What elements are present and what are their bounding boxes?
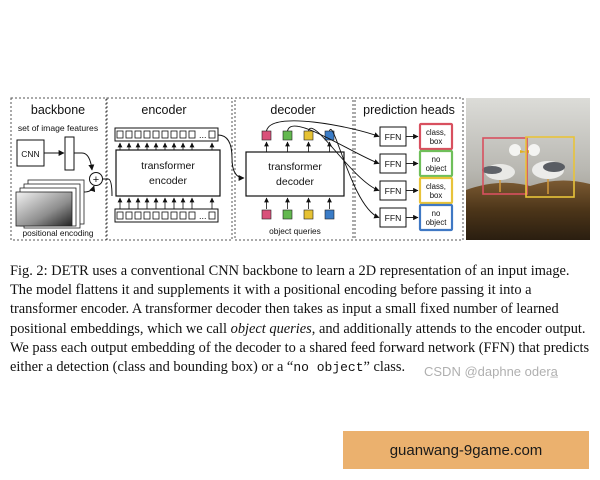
gull-right-head: [528, 144, 540, 156]
gull-right-wing: [543, 162, 565, 172]
cnn-label: CNN: [21, 149, 39, 159]
encoder-input-token: [189, 212, 195, 219]
transformer-decoder-label-2: decoder: [276, 176, 314, 188]
encoder-output-token: [189, 131, 195, 138]
encoder-input-ellipsis: ...: [199, 211, 207, 221]
prediction-label-2: object: [426, 218, 448, 227]
csdn-watermark: CSDN @daphne odera̲: [424, 364, 558, 379]
gull-left-head: [509, 144, 521, 156]
input-image-stack: [16, 180, 84, 228]
encoder-input-tokens: ...: [115, 209, 218, 222]
encoder-output-token: [171, 131, 177, 138]
posenc-to-plus-arrow: [84, 186, 94, 192]
encoder-input-token: [180, 212, 186, 219]
banner-text: guanwang-9game.com: [390, 442, 543, 459]
object-query-embedding: [283, 210, 292, 219]
backbone-title: backbone: [31, 103, 85, 117]
encoder-output-tokens: ...: [115, 128, 218, 141]
figure-caption: Fig. 2: DETR uses a conventional CNN bac…: [10, 262, 592, 377]
feature-map-box: [65, 137, 74, 170]
encoder-output-token: [180, 131, 186, 138]
encoder-output-token: [209, 131, 215, 138]
decoder-output-embedding: [283, 131, 292, 140]
prediction-label-1: class,: [426, 182, 446, 191]
encoder-output-token: [162, 131, 168, 138]
detr-architecture-figure: backbone encoder decoder prediction head…: [0, 0, 600, 250]
caption-object-queries: object queries: [231, 321, 312, 337]
caption-no-object: no object: [293, 360, 363, 375]
gull-left-wing: [482, 166, 502, 174]
object-queries-label: object queries: [269, 226, 321, 236]
prediction-label-2: box: [430, 191, 443, 200]
caption-segment-3: ” class.: [364, 359, 406, 375]
decoder-output-embedding: [304, 131, 313, 140]
prediction-label-2: box: [430, 137, 443, 146]
prediction-label-2: object: [426, 164, 448, 173]
encoder-input-token: [162, 212, 168, 219]
plus-symbol: +: [93, 174, 99, 186]
site-banner[interactable]: guanwang-9game.com: [343, 431, 589, 469]
encoder-title: encoder: [141, 103, 186, 117]
transformer-decoder-box: [246, 152, 344, 196]
decoder-output-embedding: [262, 131, 271, 140]
encoder-input-token: [126, 212, 132, 219]
caption-fig-label: Fig. 2:: [10, 263, 48, 279]
photo-rocks: [466, 180, 590, 240]
encoder-output-token: [153, 131, 159, 138]
encoder-input-token: [117, 212, 123, 219]
positional-encoding-label: positional encoding: [22, 228, 93, 238]
ffn-label: FFN: [385, 186, 402, 196]
prediction-heads-title: prediction heads: [363, 103, 455, 117]
encoder-output-ellipsis: ...: [199, 130, 207, 140]
features-to-plus-arrow: [74, 153, 92, 170]
prediction-label-1: class,: [426, 128, 446, 137]
decoder-title: decoder: [270, 103, 315, 117]
encoder-output-token: [144, 131, 150, 138]
encoder-input-token: [171, 212, 177, 219]
ffn-label: FFN: [385, 159, 402, 169]
ffn-label: FFN: [385, 132, 402, 142]
image-features-label: set of image features: [18, 123, 98, 133]
object-query-embedding: [262, 210, 271, 219]
positional-encoding-image: [16, 192, 72, 226]
detection-result-photo: [466, 98, 590, 240]
ffn-label: FFN: [385, 213, 402, 223]
encoder-output-token: [135, 131, 141, 138]
object-query-embeddings: [262, 210, 334, 219]
object-query-embedding: [304, 210, 313, 219]
encoder-output-token: [126, 131, 132, 138]
prediction-label-1: no: [432, 155, 441, 164]
caption-text: Fig. 2: DETR uses a conventional CNN bac…: [10, 262, 592, 377]
transformer-encoder-label-2: encoder: [149, 175, 187, 187]
prediction-label-1: no: [432, 209, 441, 218]
encoder-input-token: [209, 212, 215, 219]
encoder-to-decoder-arrow: [218, 135, 244, 178]
transformer-encoder-label-1: transformer: [141, 160, 195, 172]
encoder-output-token: [117, 131, 123, 138]
encoder-input-token: [135, 212, 141, 219]
transformer-encoder-box: [116, 150, 220, 196]
object-query-embedding: [325, 210, 334, 219]
encoder-input-token: [144, 212, 150, 219]
transformer-decoder-label-1: transformer: [268, 161, 322, 173]
encoder-input-token: [153, 212, 159, 219]
